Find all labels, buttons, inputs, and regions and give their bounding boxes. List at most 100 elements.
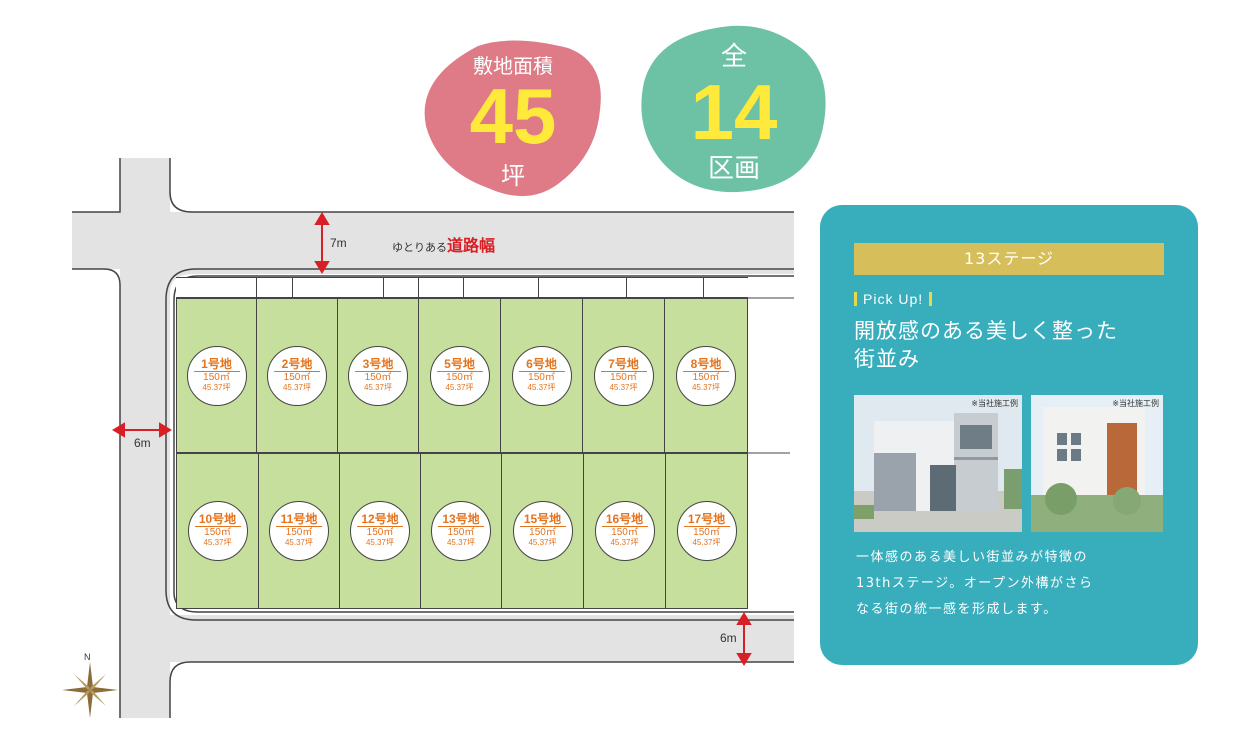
plots-badge-unit: 区画: [707, 154, 760, 184]
desc-line-3: なる街の統一感を形成します。: [856, 602, 1058, 617]
house-image-1: [854, 395, 1022, 532]
strip-divider: [292, 277, 293, 298]
photo-note-2: ※当社施工例: [1112, 399, 1159, 408]
plots-badge-shape: [641, 25, 826, 193]
compass-icon: [62, 662, 118, 718]
house-image-2: [1031, 395, 1163, 532]
lot-tsubo: 45.37坪: [527, 382, 556, 392]
headline-line-2: 街並み: [854, 347, 920, 371]
lot-area: 150㎡: [610, 371, 637, 383]
area-badge-number: 45: [469, 72, 557, 160]
lot-tsubo: 45.37坪: [284, 538, 314, 547]
lot-tsubo: 45.37坪: [692, 538, 721, 547]
frontage-strip: [176, 277, 748, 298]
compass-north-label: N: [84, 652, 91, 662]
lot-area: 150㎡: [693, 527, 720, 538]
lot-tsubo: 45.37坪: [202, 382, 231, 392]
lot-tsubo: 45.37坪: [610, 538, 639, 547]
lot-name: 5号地: [444, 356, 475, 371]
photo-note-1: ※当社施工例: [971, 399, 1018, 408]
lot-tsubo: 45.37坪: [446, 538, 476, 547]
lot-tsubo: 45.37坪: [282, 382, 312, 392]
lot-area: 150㎡: [285, 527, 313, 538]
lot-name: 10号地: [198, 512, 237, 526]
road-caption-small: ゆとりある: [392, 241, 447, 254]
area-badge-label: 敷地面積: [473, 54, 553, 78]
lot-name: 11号地: [280, 512, 318, 526]
lot-area: 150㎡: [611, 527, 638, 538]
pickup-label: Pick Up!: [854, 291, 938, 307]
house-photo-1: ※当社施工例: [854, 395, 1022, 532]
area-badge: 敷地面積 45 坪: [418, 38, 608, 198]
lot-tsubo: 45.37坪: [691, 382, 721, 392]
strip-divider: [383, 277, 384, 298]
strip-divider: [626, 277, 627, 298]
lot-name: 1号地: [201, 356, 232, 371]
strip-divider: [418, 277, 419, 298]
desc-line-2: 13thステージ。オープン外構がさら: [856, 576, 1094, 591]
pickup-text: Pick Up!: [863, 291, 924, 307]
strip-divider: [463, 277, 464, 298]
lot-name: 8号地: [690, 356, 722, 371]
area-badge-shape: [424, 40, 601, 197]
strip-divider: [256, 277, 257, 298]
area-badge-unit: 坪: [501, 162, 525, 190]
lot-name: 13号地: [442, 512, 480, 526]
lot-tsubo: 45.37坪: [363, 382, 393, 392]
road-left-width: 6m: [134, 436, 151, 450]
desc-line-1: 一体感のある美しい街並みが特徴の: [856, 550, 1089, 565]
lot-name: 3号地: [362, 356, 394, 371]
lot-area: 150㎡: [366, 527, 394, 538]
headline-line-1: 開放感のある美しく整った: [854, 319, 1118, 343]
house-photo-2: ※当社施工例: [1031, 395, 1163, 532]
lot-area: 150㎡: [446, 371, 473, 383]
plots-badge: 全 14 区画: [636, 22, 832, 194]
lot-area: 150㎡: [204, 527, 231, 538]
strip-divider: [703, 277, 704, 298]
road-caption-big: 道路幅: [447, 236, 496, 255]
plots-badge-number: 14: [690, 68, 778, 156]
lot-tsubo: 45.37坪: [365, 538, 395, 547]
lot-area: 150㎡: [692, 371, 720, 383]
lot-name: 7号地: [608, 356, 639, 371]
lot-name: 15号地: [523, 512, 562, 526]
lot-name: 2号地: [281, 356, 313, 371]
strip-divider: [538, 277, 539, 298]
panel-description: 一体感のある美しい街並みが特徴の 13thステージ。オープン外構がさら なる街の…: [856, 545, 1176, 623]
lot-tsubo: 45.37坪: [609, 382, 638, 392]
lot-tsubo: 45.37坪: [528, 538, 557, 547]
lot-area: 150㎡: [283, 371, 311, 383]
lot-area: 150㎡: [447, 527, 475, 538]
lot-tsubo: 45.37坪: [445, 382, 474, 392]
lot-name: 6号地: [526, 356, 557, 371]
lot-area: 150㎡: [203, 371, 230, 383]
lot-tsubo: 45.37坪: [203, 538, 232, 547]
stage-title: 13ステージ: [854, 243, 1164, 275]
